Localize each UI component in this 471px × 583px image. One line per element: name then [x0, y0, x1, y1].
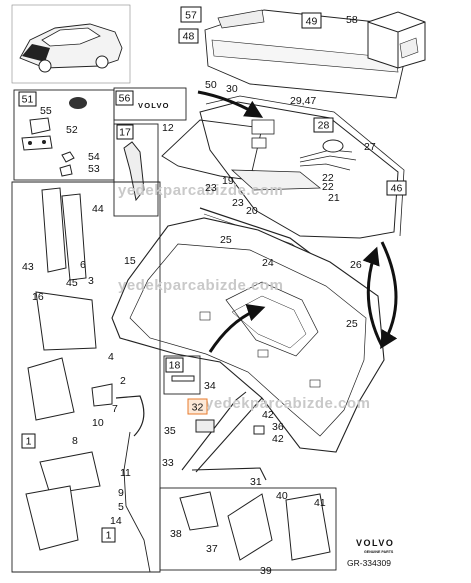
- svg-text:1: 1: [26, 436, 32, 448]
- boxed-label-57-0: 57: [180, 6, 202, 23]
- vehicle-thumbnail: [11, 4, 131, 84]
- watermark-lower: yedekparcabizde.com: [205, 395, 370, 412]
- svg-text:18: 18: [169, 360, 181, 372]
- svg-text:17: 17: [119, 127, 131, 139]
- callout-27-5: 27: [364, 141, 376, 153]
- callout-45-26: 45: [66, 277, 78, 289]
- callout-9-33: 9: [118, 487, 124, 499]
- brand-subtitle: GENUINE PARTS: [364, 550, 394, 554]
- boxed-label-1-11: 1: [101, 527, 116, 543]
- svg-text:32: 32: [192, 402, 204, 414]
- trunk-lid: [111, 217, 385, 453]
- svg-text:1: 1: [106, 530, 112, 542]
- group-box-56: VOLVO: [113, 87, 187, 121]
- svg-text:57: 57: [185, 10, 197, 22]
- assembly-arrows: [197, 90, 398, 353]
- callout-50-1: 50: [205, 79, 217, 91]
- callout-11-36: 11: [120, 467, 131, 479]
- callout-8-32: 8: [72, 435, 78, 447]
- svg-text:51: 51: [22, 94, 34, 106]
- callout-24-14: 24: [262, 257, 274, 269]
- callout-22-10: 22: [322, 172, 334, 184]
- boxed-label-32-9: 32: [187, 398, 208, 415]
- callout-3-27: 3: [88, 275, 94, 287]
- callout-41-45: 41: [314, 497, 326, 509]
- callout-7-30: 7: [112, 403, 118, 415]
- boxed-label-17-5: 17: [116, 124, 134, 140]
- boxed-label-48-1: 48: [178, 28, 199, 44]
- callout-35-40: 35: [164, 425, 176, 437]
- callout-52-19: 52: [66, 124, 78, 136]
- svg-text:56: 56: [119, 93, 131, 105]
- group-box-18: [163, 355, 201, 395]
- watermark-upper: yedekparcabizde.com: [118, 182, 283, 199]
- callout-40-44: 40: [276, 490, 288, 502]
- callout-6-24: 6: [80, 259, 86, 271]
- left-lock-group: [11, 181, 161, 573]
- callout-15-16: 15: [124, 255, 136, 267]
- callout-44-22: 44: [92, 203, 104, 215]
- lid-frame-upper: [199, 95, 405, 239]
- boxed-label-56-4: 56: [115, 90, 134, 106]
- callout-25-13: 25: [220, 234, 232, 246]
- callout-2-29: 2: [120, 375, 126, 387]
- boxed-label-1-10: 1: [21, 433, 36, 449]
- svg-text:46: 46: [391, 183, 403, 195]
- emblem-lettering: VOLVO: [138, 101, 170, 110]
- callout-54-20: 54: [88, 151, 100, 163]
- carton-box: [367, 11, 426, 69]
- callout-42-41: 42: [272, 433, 284, 445]
- callout-33-42: 33: [162, 457, 174, 469]
- boxed-label-51-3: 51: [18, 91, 37, 107]
- group-box-51: [13, 89, 115, 181]
- boxed-label-18-8: 18: [165, 357, 184, 373]
- callout-55-18: 55: [40, 105, 52, 117]
- watermark-middle: yedekparcabizde.com: [118, 277, 283, 294]
- callout-5-34: 5: [118, 501, 124, 513]
- brand-block: VOLVO GENUINE PARTS GR-334309: [347, 538, 394, 568]
- group-bottom-hinge: [159, 487, 337, 571]
- svg-text:49: 49: [306, 16, 318, 28]
- boxed-label-46-7: 46: [386, 180, 407, 196]
- callout-23-11: 23: [232, 197, 244, 209]
- callout-53-21: 53: [88, 163, 100, 175]
- brand-name: VOLVO: [356, 538, 394, 548]
- spoiler: [204, 9, 407, 99]
- callout-31-43: 31: [250, 476, 262, 488]
- callout-37-47: 37: [206, 543, 218, 555]
- callout-38-46: 38: [170, 528, 182, 540]
- callout-36-39: 36: [272, 421, 284, 433]
- callout-42-38: 42: [262, 409, 274, 421]
- callout-26-15: 26: [350, 259, 362, 271]
- callout-39-48: 39: [260, 565, 272, 577]
- callout-4-28: 4: [108, 351, 114, 363]
- callout-43-23: 43: [22, 261, 34, 273]
- hinge-assembly: [181, 391, 267, 481]
- wiring-harness: [299, 139, 357, 171]
- svg-text:28: 28: [318, 120, 330, 132]
- callout-14-35: 14: [110, 515, 122, 527]
- diagram-reference: GR-334309: [347, 558, 391, 568]
- group-box-17: [113, 123, 159, 217]
- callout-21-9: 21: [328, 192, 340, 204]
- boxed-label-28-6: 28: [313, 117, 334, 133]
- callout-58-0: 58: [346, 14, 358, 26]
- callout-34-37: 34: [204, 380, 216, 392]
- callout-22-6: 22: [322, 181, 334, 193]
- svg-text:48: 48: [183, 31, 195, 43]
- callout-30-2: 30: [226, 83, 238, 95]
- boxed-label-49-2: 49: [301, 12, 322, 29]
- callout-20-12: 20: [246, 205, 258, 217]
- callout-25-17: 25: [346, 318, 358, 330]
- callout-16-25: 16: [32, 291, 44, 303]
- callout-29-47-3: 29,47: [290, 95, 316, 107]
- callout-12-4: 12: [162, 122, 174, 134]
- callout-19-7: 19: [222, 175, 234, 187]
- callout-10-31: 10: [92, 417, 104, 429]
- callout-23-8: 23: [205, 182, 217, 194]
